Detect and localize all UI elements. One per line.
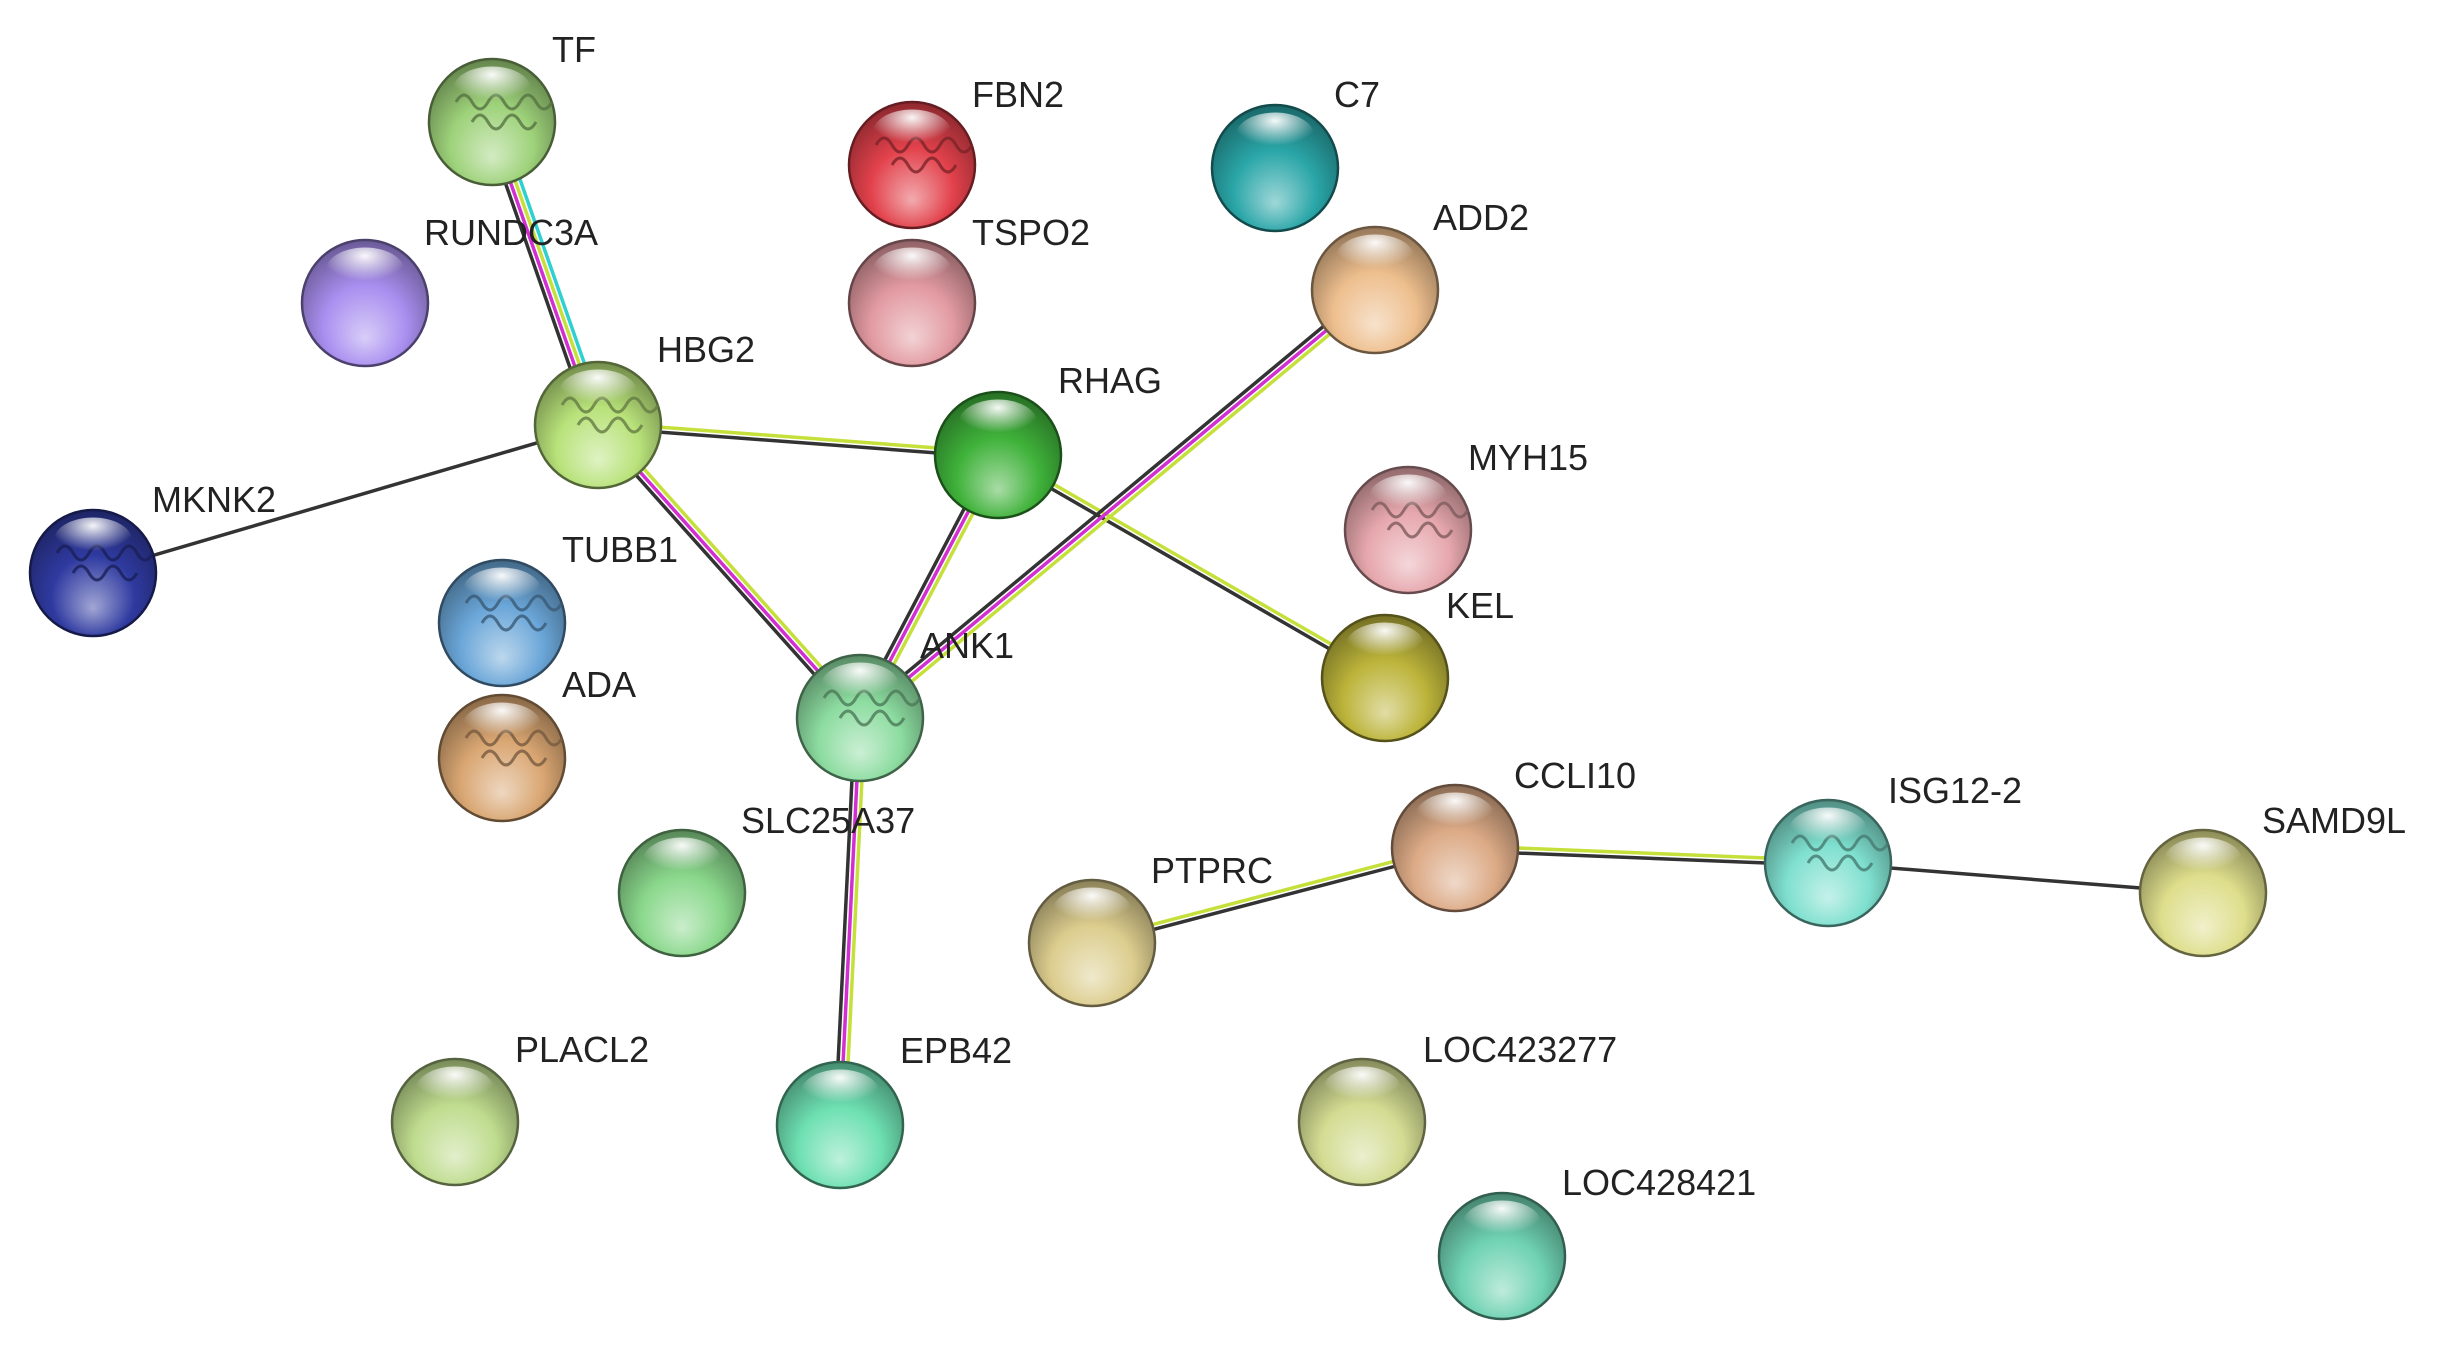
node-gloss (1368, 474, 1448, 520)
node-gloss (800, 1069, 880, 1115)
node-label-c7: C7 (1334, 74, 1380, 115)
node-hbg2[interactable]: HBG2 (533, 329, 755, 490)
edge-evidence-line (91, 423, 600, 575)
node-gloss (53, 517, 133, 563)
node-label-slc25a37: SLC25A37 (741, 800, 915, 841)
node-gloss (558, 369, 638, 415)
node-gloss (872, 247, 952, 293)
edge-rhag-kel[interactable] (995, 451, 1388, 682)
edge-ank1-epb42[interactable] (833, 716, 867, 1127)
edge-evidence-line (599, 419, 866, 717)
node-label-loc428421: LOC428421 (1562, 1162, 1756, 1203)
node-label-mknk2: MKNK2 (152, 479, 276, 520)
node-gloss (462, 702, 542, 748)
node-ptprc[interactable]: PTPRC (1027, 850, 1273, 1008)
node-rhag[interactable]: RHAG (933, 360, 1162, 520)
node-gloss (1345, 622, 1425, 668)
node-tf[interactable]: TF (427, 29, 596, 187)
node-gloss (958, 399, 1038, 445)
node-ccli10[interactable]: CCLI10 (1390, 755, 1636, 913)
edge-evidence-line (838, 716, 862, 1127)
edge-evidence-line (855, 284, 1374, 716)
node-fbn2[interactable]: FBN2 (847, 74, 1064, 230)
node-label-tspo2: TSPO2 (972, 212, 1090, 253)
node-gloss (415, 1066, 495, 1112)
node-label-ccli10: CCLI10 (1514, 755, 1636, 796)
node-label-add2: ADD2 (1433, 197, 1529, 238)
edge-evidence-line (995, 455, 1386, 682)
node-gloss (820, 662, 900, 708)
edge-evidence-line (997, 451, 1388, 678)
node-gloss (1052, 887, 1132, 933)
node-mknk2[interactable]: MKNK2 (28, 479, 276, 638)
node-gloss (1415, 792, 1495, 838)
node-label-fbn2: FBN2 (972, 74, 1064, 115)
node-label-kel: KEL (1446, 585, 1514, 626)
edge-hbg2-mknk2[interactable] (91, 423, 600, 575)
node-label-tubb1: TUBB1 (562, 529, 678, 570)
node-myh15[interactable]: MYH15 (1343, 437, 1588, 595)
node-gloss (452, 66, 532, 112)
node-gloss (462, 567, 542, 613)
node-gloss (1788, 807, 1868, 853)
edge-evidence-line (858, 288, 1377, 720)
node-slc25a37[interactable]: SLC25A37 (617, 800, 915, 958)
node-label-placl2: PLACL2 (515, 1029, 649, 1070)
edge-evidence-line (596, 420, 1000, 455)
node-label-isg12-2: ISG12-2 (1888, 770, 2022, 811)
node-loc423277[interactable]: LOC423277 (1297, 1029, 1617, 1187)
edge-evidence-line (592, 426, 859, 724)
node-label-ada: ADA (562, 664, 636, 705)
node-tspo2[interactable]: TSPO2 (847, 212, 1090, 368)
node-placl2[interactable]: PLACL2 (390, 1029, 649, 1187)
node-tubb1[interactable]: TUBB1 (437, 529, 678, 688)
node-loc428421[interactable]: LOC428421 (1437, 1162, 1756, 1321)
node-gloss (2163, 837, 2243, 883)
node-ada[interactable]: ADA (437, 664, 636, 823)
node-label-myh15: MYH15 (1468, 437, 1588, 478)
edge-evidence-line (596, 425, 1000, 460)
node-epb42[interactable]: EPB42 (775, 1030, 1012, 1190)
node-c7[interactable]: C7 (1210, 74, 1380, 233)
edge-evidence-line (596, 423, 862, 720)
node-gloss (1322, 1066, 1402, 1112)
node-ank1[interactable]: ANK1 (795, 625, 1014, 783)
node-label-epb42: EPB42 (900, 1030, 1012, 1071)
node-add2[interactable]: ADD2 (1310, 197, 1529, 355)
edge-evidence-line (843, 716, 867, 1127)
node-gloss (872, 109, 952, 155)
node-label-rundc3a: RUNDC3A (424, 212, 598, 253)
node-label-samd9l: SAMD9L (2262, 800, 2406, 841)
node-kel[interactable]: KEL (1320, 585, 1514, 743)
edge-evidence-line (833, 716, 857, 1127)
node-rundc3a[interactable]: RUNDC3A (300, 212, 598, 368)
node-label-ptprc: PTPRC (1151, 850, 1273, 891)
edge-hbg2-ank1[interactable] (592, 419, 866, 724)
node-label-hbg2: HBG2 (657, 329, 755, 370)
edge-evidence-line (861, 292, 1380, 724)
node-gloss (1335, 234, 1415, 280)
node-label-rhag: RHAG (1058, 360, 1162, 401)
node-samd9l[interactable]: SAMD9L (2138, 800, 2406, 958)
node-label-loc423277: LOC423277 (1423, 1029, 1617, 1070)
node-gloss (1462, 1200, 1542, 1246)
node-gloss (325, 247, 405, 293)
node-label-tf: TF (552, 29, 596, 70)
node-gloss (1235, 112, 1315, 158)
node-gloss (642, 837, 722, 883)
node-isg12-2[interactable]: ISG12-2 (1763, 770, 2022, 928)
node-label-ank1: ANK1 (920, 625, 1014, 666)
edge-hbg2-rhag[interactable] (596, 420, 1000, 460)
edge-add2-ank1[interactable] (855, 284, 1380, 724)
